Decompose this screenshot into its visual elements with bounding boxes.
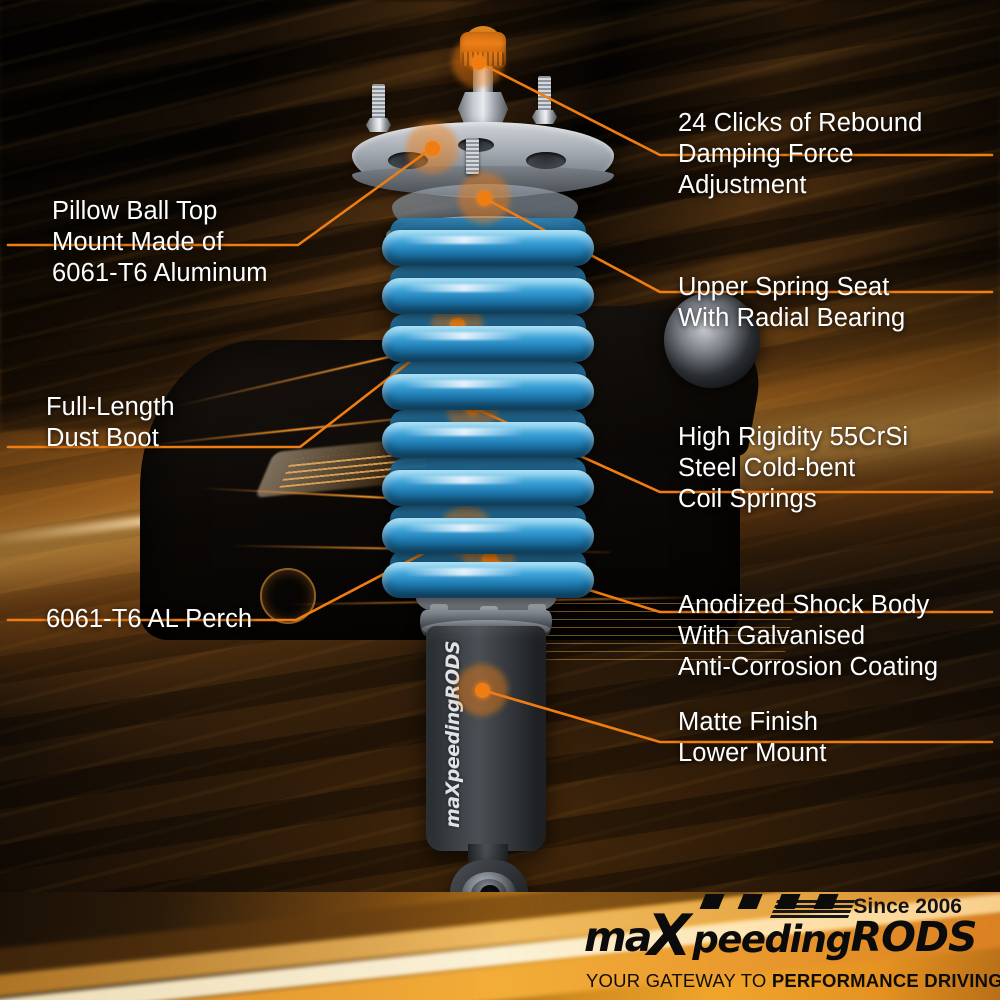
callout-line: 6061-T6 Aluminum [52, 258, 268, 287]
coil-spring-turn [382, 422, 594, 458]
brand-logo: Since 2006 ma X peeding RODS YOUR GATEWA… [584, 894, 1000, 992]
logo-tagline: YOUR GATEWAY TO PERFORMANCE DRIVING [586, 970, 1000, 992]
callout-line: With Radial Bearing [678, 303, 906, 332]
callout-dot-rebound [470, 54, 486, 70]
coilover-product-image: maXpeedingRODS [330, 26, 660, 926]
callout-dot-pillow-ball [424, 140, 440, 156]
top-mount-hole [526, 152, 566, 169]
callout-line: 6061-T6 AL Perch [46, 605, 253, 633]
since-label: Since 2006 [853, 895, 962, 918]
coil-highlight [404, 568, 524, 576]
coil-highlight [404, 428, 524, 436]
logo-wordmark: ma X peeding RODS [584, 902, 978, 969]
callout-line: Matte Finish [678, 708, 819, 736]
coil-spring-turn [382, 326, 594, 362]
car-foglight [260, 568, 316, 624]
tagline-plain: YOUR GATEWAY TO [586, 970, 772, 991]
callout-line: Dust Boot [46, 423, 159, 452]
car-wheel [664, 292, 760, 388]
callout-line: Full-Length [46, 393, 175, 421]
callout-line: Upper Spring Seat [678, 273, 890, 301]
logo-part-x: X [647, 902, 692, 969]
coil-spring-turn [382, 374, 594, 410]
logo-part-ma: ma [584, 913, 652, 961]
callout-line: Anti-Corrosion Coating [678, 652, 939, 681]
coil-spring-turn [382, 562, 594, 598]
callout-line: Mount Made of [52, 227, 224, 256]
coil-spring-turn [382, 518, 594, 554]
coil-spring-turn [382, 470, 594, 506]
callout-line: Lower Mount [678, 738, 827, 767]
callout-line: 24 Clicks of Rebound [678, 109, 923, 137]
coil-highlight [404, 284, 524, 292]
callout-line: Coil Springs [678, 484, 817, 513]
callout-line: With Galvanised [678, 621, 866, 650]
coil-spring-turn [382, 278, 594, 314]
callout-dot-upper-spring-seat [476, 190, 492, 206]
coil-highlight [404, 332, 524, 340]
callout-line: Steel Cold-bent [678, 453, 856, 482]
callout-line: Pillow Ball Top [52, 197, 218, 225]
coil-spring-turn [382, 230, 594, 266]
mount-stud-nut [366, 118, 391, 132]
callout-line: Damping Force [678, 139, 854, 168]
callout-dot-lower-mount [474, 682, 490, 698]
logo-part-rods: RODS [850, 913, 978, 961]
mount-stud [466, 138, 479, 174]
callout-line: Adjustment [678, 170, 807, 199]
callout-text-al-perch: 6061-T6 AL Perch [46, 604, 252, 635]
coil-highlight [404, 476, 524, 484]
callout-line: Anodized Shock Body [678, 591, 930, 619]
callout-line: High Rigidity 55CrSi [678, 423, 909, 451]
mount-stud-nut [532, 110, 557, 124]
logo-checker-flag [698, 894, 855, 912]
bottom-brand-banner: Since 2006 ma X peeding RODS YOUR GATEWA… [0, 892, 1000, 1000]
logo-part-peeding: peeding [692, 918, 852, 961]
top-nut [458, 92, 508, 126]
mount-stud [372, 84, 385, 128]
coil-highlight [404, 236, 524, 244]
tagline-bold: PERFORMANCE DRIVING [771, 970, 1000, 991]
coil-highlight [404, 380, 524, 388]
coil-highlight [404, 524, 524, 532]
